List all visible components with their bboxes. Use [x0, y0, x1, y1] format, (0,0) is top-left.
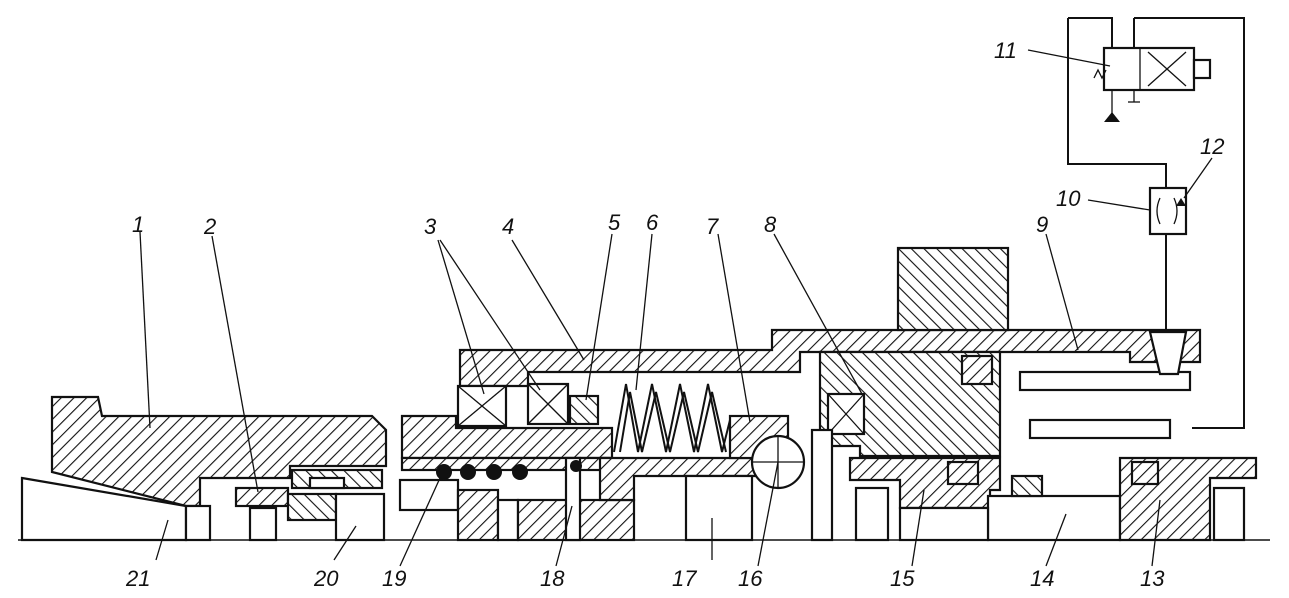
part-18-pin: [564, 456, 582, 542]
block-15a: [854, 486, 890, 542]
label-11: 11: [994, 38, 1017, 63]
balls-19: [436, 460, 582, 480]
lower-block-b: [456, 488, 500, 542]
seal-inner-left: [308, 476, 346, 490]
rod-right: [810, 428, 834, 542]
part-2-screw: [248, 506, 278, 542]
seal-13: [1130, 460, 1160, 486]
label-5: 5: [608, 210, 621, 235]
lower-block-c: [496, 498, 520, 542]
part-17-block: [684, 474, 754, 542]
leader-lines: [139, 49, 1213, 567]
valve-11: [1102, 46, 1196, 92]
solenoid-11: [1192, 58, 1212, 80]
end-cap-13: [1212, 486, 1246, 542]
label-14: 14: [1030, 566, 1054, 591]
lower-block-a: [398, 478, 460, 512]
label-17: 17: [672, 566, 697, 591]
seal-9: [960, 354, 994, 386]
label-13: 13: [1140, 566, 1165, 591]
label-16: 16: [738, 566, 763, 591]
spring-symbol-11: [1093, 68, 1107, 80]
label-12: 12: [1200, 134, 1224, 159]
nozzle: [1148, 330, 1188, 376]
spring-6: [613, 383, 731, 453]
gear-block: [896, 246, 1010, 332]
label-4: 4: [502, 214, 514, 239]
part-2-ring: [234, 486, 290, 508]
label-1: 1: [132, 212, 144, 237]
part-5-ring: [568, 394, 600, 426]
right-assembly: [810, 246, 1258, 542]
label-2: 2: [203, 214, 216, 239]
part-14-sleeve: [986, 494, 1122, 542]
part-1-body: [50, 395, 388, 508]
label-6: 6: [646, 210, 659, 235]
block-15b: [898, 506, 990, 542]
tank-symbol: [1104, 112, 1120, 122]
label-7: 7: [706, 214, 719, 239]
seal-mid: [1010, 474, 1044, 498]
label-19: 19: [382, 566, 406, 591]
check-valve-12: [1176, 198, 1186, 206]
channel-9: [1018, 370, 1192, 392]
part-2-washer: [286, 492, 338, 522]
label-9: 9: [1036, 212, 1048, 237]
label-21: 21: [125, 566, 150, 591]
label-3: 3: [424, 214, 437, 239]
left-assembly: [20, 395, 388, 542]
channel-lower: [1028, 418, 1172, 440]
part-20-block: [334, 492, 386, 542]
part-labels: 1 2 3 4 5 6 7 8 9 10 11 12 13 14 15 16 1…: [125, 38, 1224, 591]
seal-15: [946, 460, 980, 486]
label-15: 15: [890, 566, 915, 591]
label-10: 10: [1056, 186, 1081, 211]
label-20: 20: [313, 566, 339, 591]
hydraulic-circuit: [1067, 17, 1245, 429]
middle-assembly: [398, 328, 1202, 542]
label-8: 8: [764, 212, 777, 237]
part-21-step: [184, 504, 212, 542]
throttle-10-12: [1148, 186, 1188, 236]
label-18: 18: [540, 566, 565, 591]
